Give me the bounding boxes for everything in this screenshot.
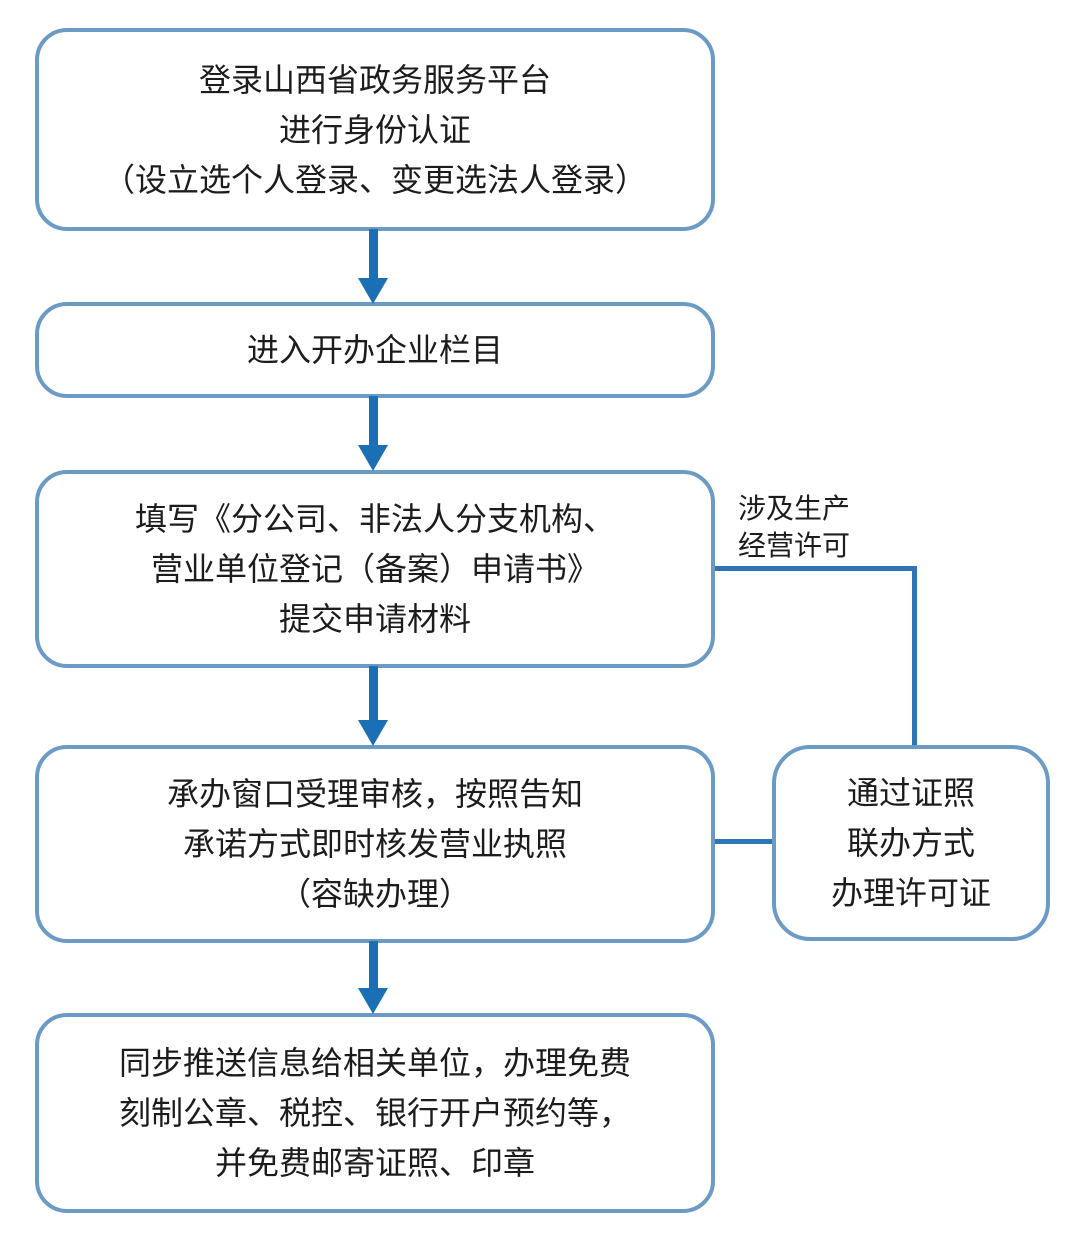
flow-step-enter-column-text: 进入开办企业栏目 xyxy=(246,331,503,369)
flow-step-fill-application-text: 填写《分公司、非法人分支机构、 营业单位登记（备案）申请书》 提交申请材料 xyxy=(134,500,615,638)
arrow-down-icon xyxy=(358,941,388,1014)
connector-line-side-to-step4 xyxy=(713,839,774,844)
flow-step-window-review-box: 承办窗口受理审核，按照告知 承诺方式即时核发营业执照 （容缺办理） xyxy=(35,745,715,943)
arrow-down-icon xyxy=(358,666,388,746)
flow-step-push-info-box: 同步推送信息给相关单位，办理免费 刻制公章、税控、银行开户预约等， 并免费邮寄证… xyxy=(35,1013,715,1213)
arrow-head xyxy=(358,445,388,471)
arrow-shaft xyxy=(368,666,378,720)
flow-step-fill-application-box: 填写《分公司、非法人分支机构、 营业单位登记（备案）申请书》 提交申请材料 xyxy=(35,470,715,668)
arrow-shaft xyxy=(368,396,378,445)
flow-side-license-box: 通过证照 联办方式 办理许可证 xyxy=(772,745,1050,941)
flow-step-enter-column-box: 进入开办企业栏目 xyxy=(35,302,715,398)
flow-step-push-info-text: 同步推送信息给相关单位，办理免费 刻制公章、税控、银行开户预约等， 并免费邮寄证… xyxy=(118,1044,631,1182)
arrow-down-icon xyxy=(358,396,388,471)
flow-side-license-text: 通过证照 联办方式 办理许可证 xyxy=(830,774,991,912)
arrow-down-icon xyxy=(358,229,388,304)
flow-step-login-box: 登录山西省政务服务平台 进行身份认证 （设立选个人登录、变更选法人登录） xyxy=(35,28,715,231)
arrow-head xyxy=(358,988,388,1014)
arrow-shaft xyxy=(368,941,378,988)
flow-step-login-text: 登录山西省政务服务平台 进行身份认证 （设立选个人登录、变更选法人登录） xyxy=(102,60,647,199)
connector-line-step3-vertical xyxy=(912,566,917,747)
arrow-shaft xyxy=(368,229,378,278)
connector-line-step3-horizontal xyxy=(713,566,917,571)
branch-condition-label: 涉及生产 经营许可 xyxy=(738,492,851,562)
arrow-head xyxy=(358,278,388,304)
flow-step-window-review-text: 承办窗口受理审核，按照告知 承诺方式即时核发营业执照 （容缺办理） xyxy=(166,775,583,913)
arrow-head xyxy=(358,720,388,746)
